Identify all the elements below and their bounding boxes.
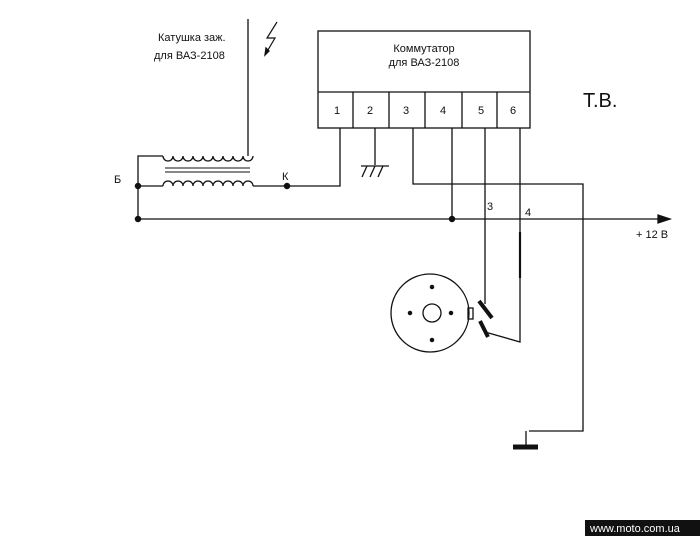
pin-2-label: 2 [367,105,373,117]
commutator-subtitle: для ВАЗ-2108 [389,57,460,69]
bus-junction-pin4 [448,215,456,223]
wire-k-to-pin1 [253,128,341,187]
breaker-contacts [477,299,494,338]
terminal-b-label: Б [114,174,121,186]
supply-label: + 12 В [636,229,668,241]
pin-5-label: 5 [478,105,484,117]
breaker-disc [390,273,474,353]
author-initials: Т.В. [583,90,617,112]
wire-breaker-return [484,278,521,343]
coil-title: Катушка заж. [158,32,226,44]
pin-4-label: 4 [440,105,446,117]
spark-arrowhead [264,46,270,57]
secondary-winding [162,180,254,187]
watermark-bg [585,520,700,536]
pin-6-label: 6 [510,105,516,117]
commutator-title: Коммутатор [393,43,454,55]
supply-arrow-icon [657,214,673,224]
commutator-pin-dividers [352,92,498,128]
watermark-text: www.moto.com.ua [589,523,681,535]
pin-3-label: 3 [403,105,409,117]
wire-3-label: 3 [487,201,493,213]
terminal-b-dot [134,182,142,190]
bus-junction-b [134,215,142,223]
commutator-box [317,30,531,129]
ground-icon [361,165,389,178]
coil-subtitle: для ВАЗ-2108 [154,50,225,62]
wire-4-label: 4 [525,207,531,219]
wire-pin3-to-ground [412,128,584,432]
primary-winding [162,155,254,162]
coil-left-wire [137,155,163,220]
pin-1-label: 1 [334,105,340,117]
terminal-k-dot [283,182,291,190]
spark-icon [264,21,278,56]
terminal-k-label: К [282,171,289,183]
